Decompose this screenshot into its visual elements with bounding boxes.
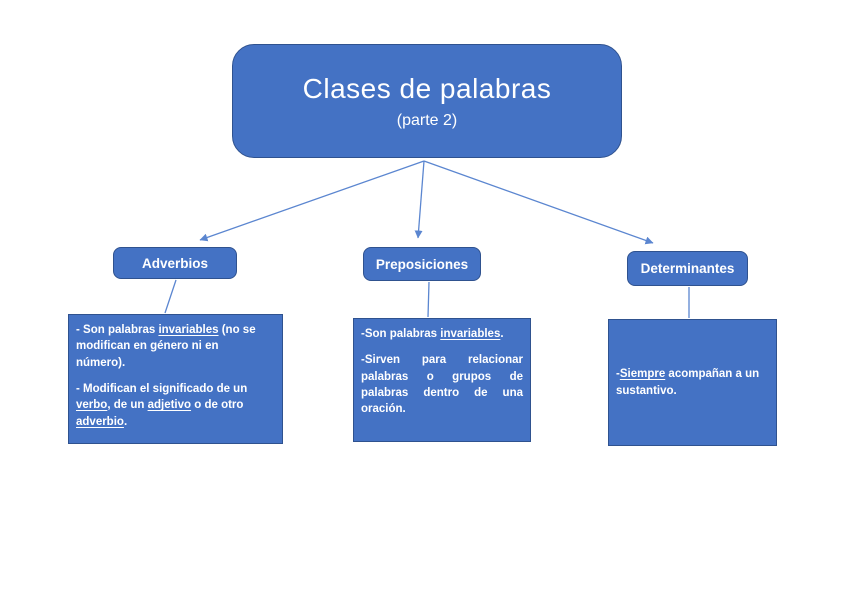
node-determinantes-label: Determinantes (640, 261, 735, 276)
title-shape: Clases de palabras (parte 2) (232, 44, 622, 158)
node-adverbios: Adverbios (113, 247, 237, 279)
arrow-title-to-determinantes (423, 160, 654, 245)
node-adverbios-label: Adverbios (141, 255, 209, 271)
node-determinantes: Determinantes (627, 251, 748, 286)
textbox-preposiciones: -Son palabras invariables.-Sirven para r… (353, 318, 531, 442)
arrow-title-to-preposiciones (414, 160, 425, 239)
node-preposiciones: Preposiciones (363, 247, 481, 281)
diagram-title: Clases de palabras (302, 72, 552, 104)
node-preposiciones-label: Preposiciones (375, 256, 469, 272)
connector-adverbios-textbox (164, 279, 177, 314)
arrow-title-to-adverbios (199, 160, 425, 242)
connector-preposiciones-textbox (427, 281, 430, 318)
diagram-subtitle: (parte 2) (396, 111, 458, 129)
